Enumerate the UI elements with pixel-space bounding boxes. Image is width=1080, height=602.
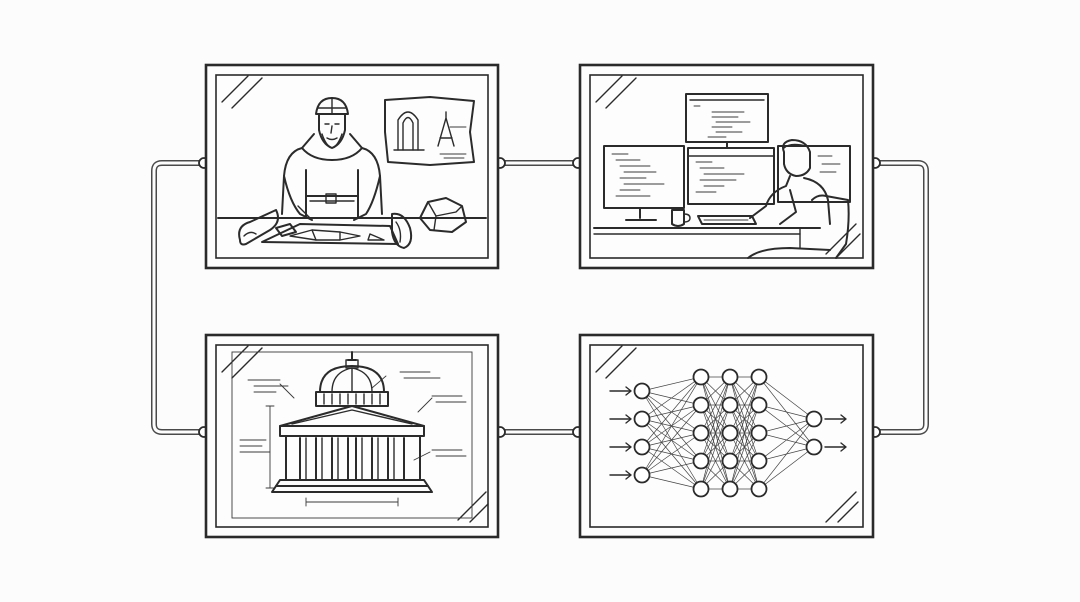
nn-hidden-node — [723, 398, 738, 413]
nn-hidden-node — [723, 454, 738, 469]
nn-hidden-node — [752, 454, 767, 469]
nn-hidden-node — [694, 454, 709, 469]
nn-hidden-node — [723, 482, 738, 497]
nn-hidden-node — [694, 482, 709, 497]
nn-hidden-node — [752, 398, 767, 413]
neural-network-panel — [580, 335, 873, 537]
nn-hidden-node — [694, 426, 709, 441]
capitol-blueprint-panel — [206, 335, 498, 537]
programmer-workstation-panel — [580, 65, 873, 268]
nn-output-node — [807, 412, 822, 427]
nn-hidden-node — [752, 426, 767, 441]
medieval-architect-panel — [206, 65, 498, 268]
nn-input-node — [635, 412, 650, 427]
nn-hidden-node — [723, 426, 738, 441]
nn-output-node — [807, 440, 822, 455]
nn-hidden-node — [752, 370, 767, 385]
nn-input-node — [635, 384, 650, 399]
nn-hidden-node — [752, 482, 767, 497]
nn-hidden-node — [723, 370, 738, 385]
nn-hidden-node — [694, 370, 709, 385]
nn-input-node — [635, 468, 650, 483]
nn-hidden-node — [694, 398, 709, 413]
nn-input-node — [635, 440, 650, 455]
